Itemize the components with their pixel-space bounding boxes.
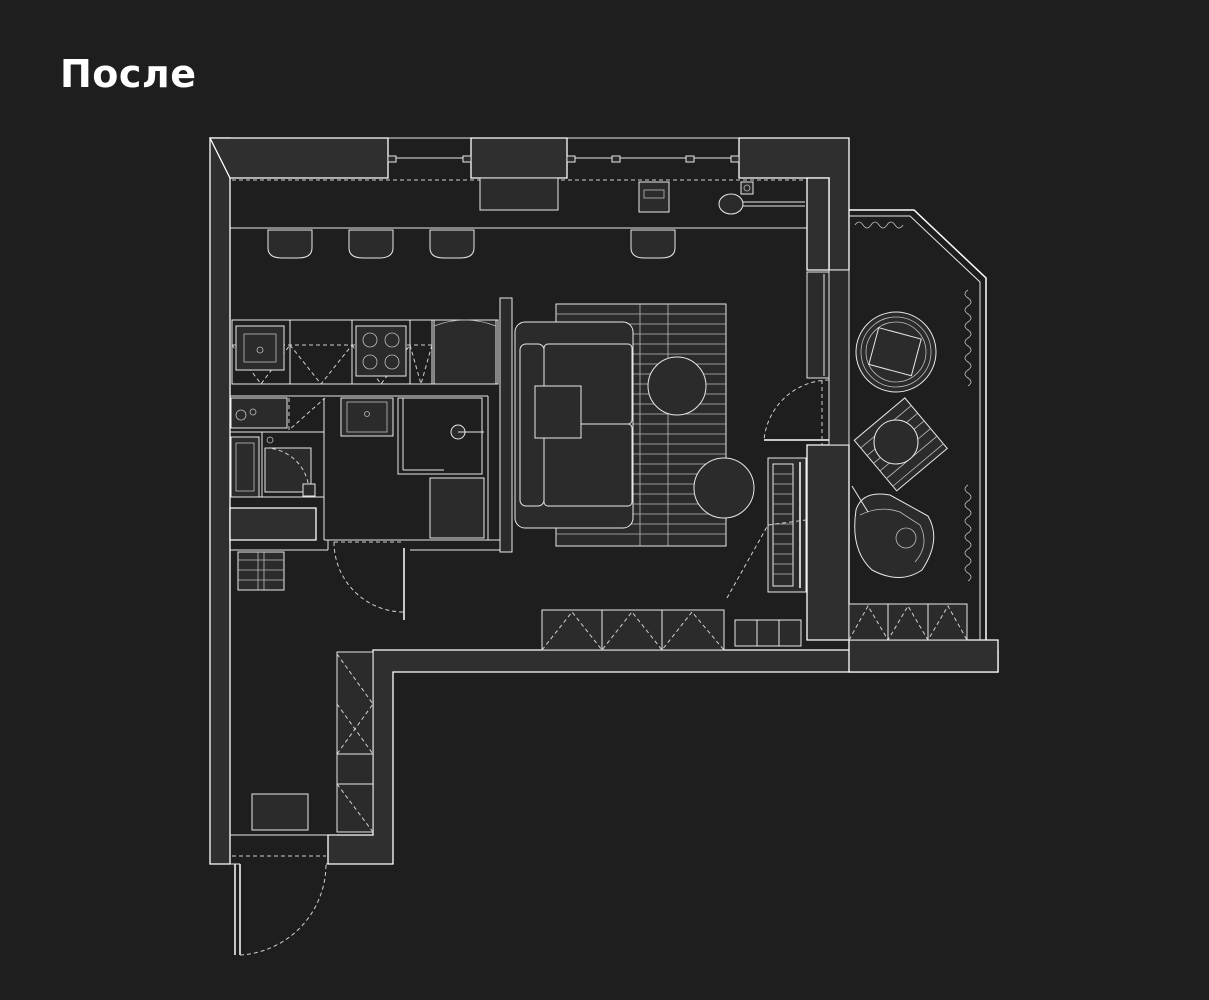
top-left-wall (208, 137, 389, 179)
cabinet (429, 477, 485, 539)
window-desk-zone (230, 177, 807, 259)
top-right-wall (738, 137, 850, 271)
living-room (514, 269, 850, 651)
balcony-cabinet (848, 603, 968, 641)
washing-machine (230, 397, 288, 429)
balcony-bottom-wall (848, 639, 999, 673)
round-armchair (855, 311, 937, 393)
printer (638, 181, 670, 213)
washbasin (340, 397, 394, 437)
right-wall-lower (806, 444, 850, 641)
bathroom-left-partition (229, 507, 317, 541)
radiator-cabinet (479, 177, 559, 211)
bar-stool (429, 229, 475, 259)
bar-stool (630, 229, 676, 259)
cooktop (355, 325, 407, 377)
lounge-chair (854, 493, 935, 578)
ottoman (251, 793, 309, 831)
page-title: После (60, 52, 197, 96)
shoe-rack (237, 551, 285, 591)
kitchen-sink (235, 325, 285, 371)
left-outer-wall (209, 137, 231, 865)
side-table (534, 385, 582, 439)
bench (734, 619, 802, 647)
low-cabinet (541, 609, 725, 651)
shower-tray (230, 436, 260, 498)
socket (740, 181, 754, 195)
lamp-base (718, 193, 744, 215)
bar-stool (348, 229, 394, 259)
right-wall-upper (806, 177, 830, 271)
kitchen-counter (231, 297, 513, 553)
partition-wall (499, 297, 513, 553)
wardrobe (336, 651, 374, 833)
bottom-wall (327, 649, 999, 865)
balcony (848, 209, 987, 641)
top-middle-pier (470, 137, 568, 179)
hallway (230, 541, 405, 956)
round-pouf (693, 457, 755, 519)
windows-top (387, 137, 740, 163)
bar-stool (267, 229, 313, 259)
bathroom (230, 395, 500, 551)
coffee-table (647, 356, 707, 416)
fridge (433, 319, 497, 385)
